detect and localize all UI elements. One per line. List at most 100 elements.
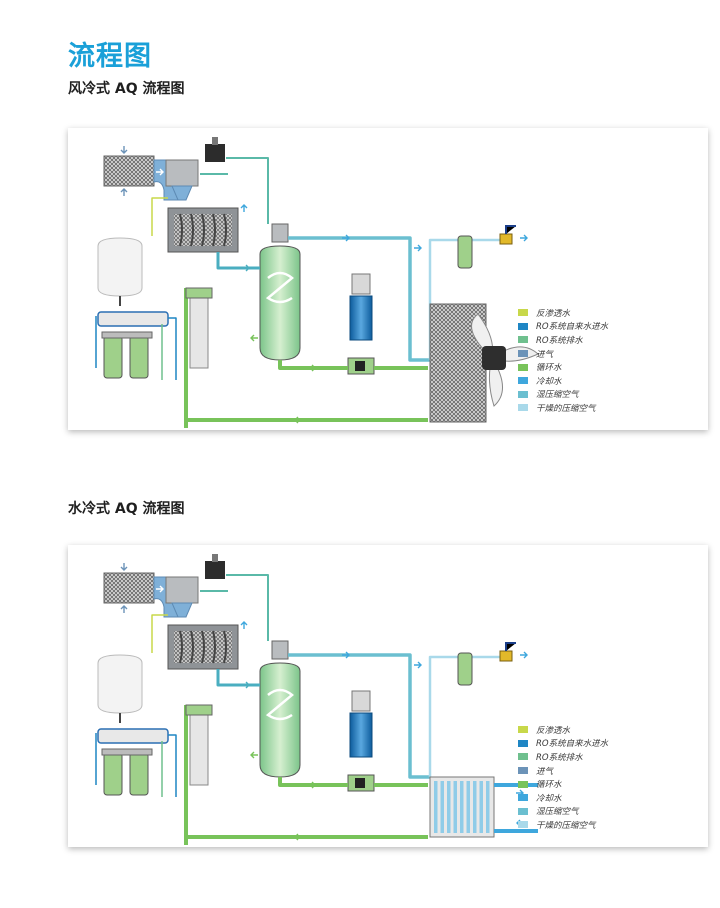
legend-item: 循环水 [518,360,698,374]
legend-item: 进气 [518,347,698,361]
legend-label: 冷却水 [536,793,562,804]
dry-air-pipe [428,655,508,777]
legend-swatch [518,309,528,317]
legend-item: 冷却水 [518,374,698,388]
water-cooled-flow-diagram: 反渗透水 RO系统自来水进水 RO系统排水 进气 循环水 冷却水 湿压缩空气 [68,545,708,847]
legend-item: 湿压缩空气 [518,805,698,819]
flow-arrow-icon [294,833,302,841]
intake-arrow-icon [120,563,128,571]
legend-label: 冷却水 [536,376,562,387]
air-intake-filter [103,572,155,604]
legend-label: RO系统排水 [536,752,583,763]
intake-valve [165,576,199,604]
legend-swatch [518,726,528,734]
ro-prefilter-1 [103,335,123,379]
legend: 反渗透水 RO系统自来水进水 RO系统排水 进气 循环水 冷却水 湿压缩空气 [518,723,698,832]
legend-swatch [518,753,528,761]
legend-item: 循环水 [518,777,698,791]
flow-arrow-icon [240,204,248,212]
legend-item: RO系统自来水进水 [518,320,698,334]
outlet-arrow-icon [520,651,528,659]
legend-label: 反渗透水 [536,725,571,736]
legend-item: RO系统排水 [518,333,698,347]
legend-swatch [518,780,528,788]
ro-prefilter-1 [103,752,123,796]
flow-arrow-icon [250,334,258,342]
circulation-pump [349,712,373,758]
minimum-pressure-valve [271,223,289,243]
legend-swatch [518,794,528,802]
legend-label: RO系统自来水进水 [536,322,609,333]
legend-label: 进气 [536,766,554,777]
legend-label: RO系统排水 [536,335,583,346]
minimum-pressure-valve [271,640,289,660]
legend: 反渗透水 RO系统自来水进水 RO系统排水 进气 循环水 冷却水 湿压缩空气 [518,306,698,415]
water-filter-cartridge [189,297,209,369]
circulation-loop-pipe [278,360,428,370]
legend-label: 循环水 [536,363,562,374]
flow-arrow-icon [308,781,316,789]
ro-membrane-housing [97,728,169,744]
ro-water-pipe [151,197,168,236]
legend-swatch [518,404,528,412]
airflow-arrow-icon [156,585,164,593]
dry-air-pipe [428,238,508,360]
outlet-arrow-icon [520,234,528,242]
circulation-return-pipe [184,418,428,428]
ro-feed-pipe [95,316,177,380]
legend-item: 干燥的压缩空气 [518,401,698,415]
legend-label: 反渗透水 [536,308,571,319]
outlet-filter [457,235,473,269]
legend-item: 冷却水 [518,791,698,805]
airflow-arrow-icon [156,168,164,176]
intake-arrow-icon [120,146,128,154]
ro-pressure-tank [97,237,143,297]
ro-membrane-housing [97,311,169,327]
legend-label: 循环水 [536,780,562,791]
control-line-pipe [226,157,269,224]
legend-swatch [518,322,528,330]
fan-motor [482,346,506,370]
solenoid-valve [205,561,225,579]
ro-water-pipe [151,614,168,653]
airflow-arrow-icon [342,234,350,242]
ro-pressure-tank [97,654,143,714]
circulation-pump [349,295,373,341]
flow-arrow-icon [294,416,302,424]
legend-swatch [518,377,528,385]
ro-prefilter-2 [129,752,149,796]
circulation-return-pipe [184,835,428,845]
intake-valve [165,159,199,187]
legend-item: RO系统排水 [518,750,698,764]
legend-item: RO系统自来水进水 [518,737,698,751]
flow-diagram-svg [95,137,539,428]
legend-label: 湿压缩空气 [536,807,579,818]
outlet-filter [457,652,473,686]
legend-swatch [518,767,528,775]
airflow-arrow-icon [242,264,250,272]
legend-label: 干燥的压缩空气 [536,403,596,414]
section-title-air-cooled: 风冷式 AQ 流程图 [68,81,185,97]
circulation-loop-pipe [278,777,428,787]
compressed-air-pipe [216,252,260,270]
water-filter-cartridge [189,714,209,786]
ball-valve-icon [499,233,513,245]
legend-swatch [518,739,528,747]
legend-swatch [518,363,528,371]
circulation-pump-motor [351,690,371,712]
legend-swatch [518,350,528,358]
legend-swatch [518,821,528,829]
control-line-pipe [226,574,269,641]
flow-arrow-icon [308,364,316,372]
air-intake-filter [103,155,155,187]
airflow-arrow-icon [414,661,422,669]
section-title-water-cooled: 水冷式 AQ 流程图 [68,501,185,517]
air-cooled-flow-diagram: 反渗透水 RO系统自来水进水 RO系统排水 进气 循环水 冷却水 湿压缩空气 [68,128,708,430]
legend-swatch [518,336,528,344]
page-title: 流程图 [68,41,152,72]
airflow-arrow-icon [414,244,422,252]
legend-item: 反渗透水 [518,723,698,737]
legend-label: 进气 [536,349,554,360]
solenoid-valve [205,144,225,162]
legend-swatch [518,390,528,398]
